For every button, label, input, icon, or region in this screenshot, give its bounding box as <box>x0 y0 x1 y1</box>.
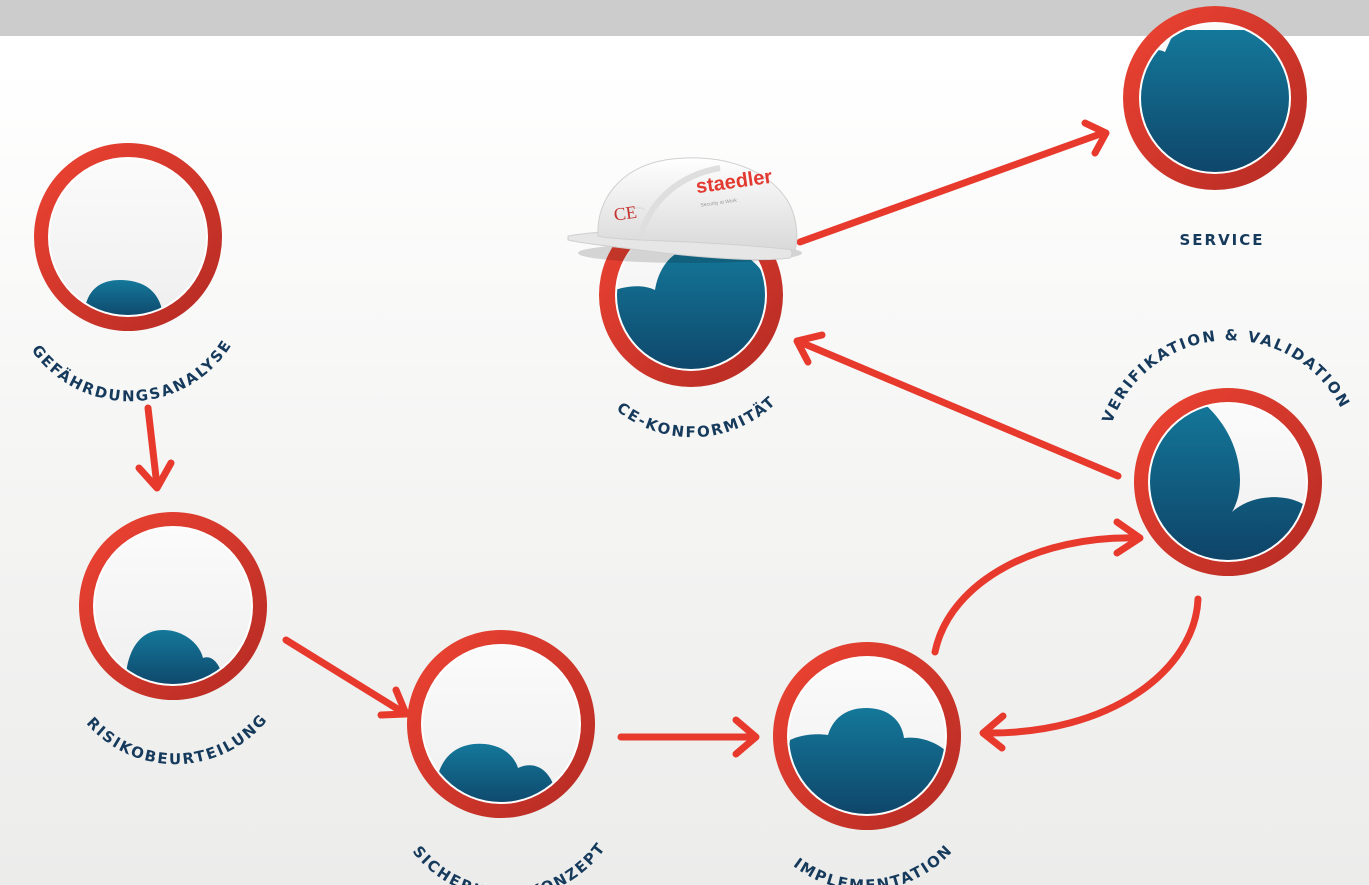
fill-wave <box>125 630 225 684</box>
stage-implementation: IMPLEMENTATION <box>773 642 961 885</box>
stage-service: SERVICE <box>1123 6 1307 249</box>
stage-risikobeurteilung: RISIKOBEURTEILUNG <box>79 512 272 768</box>
fill-wave <box>617 245 765 369</box>
stage-label: RISIKOBEURTEILUNG <box>83 710 272 768</box>
arrow-icon <box>979 595 1202 752</box>
stage-label: IMPLEMENTATION <box>790 841 956 885</box>
arrow-icon <box>617 716 760 758</box>
arrow-icon <box>135 404 175 492</box>
top-bar <box>0 0 1369 36</box>
fill-wave <box>84 280 170 315</box>
arrow-icon <box>282 636 410 719</box>
fill-wave <box>1141 30 1289 172</box>
stage-gefaehrdungsanalyse: GEFÄHRDUNGSANALYSE <box>28 143 236 405</box>
helmet-icon: CE staedler Security at Work <box>567 157 802 263</box>
stage-sicherheitskonzept: SICHERHEITSKONZEPT <box>407 630 610 885</box>
stage-label: CE-KONFORMITÄT <box>613 392 779 441</box>
fill-wave <box>1150 404 1306 560</box>
stage-label: SERVICE <box>1179 231 1264 249</box>
helmet-mark: CE <box>613 202 639 225</box>
fill-wave <box>789 708 945 814</box>
arrow-icon <box>793 331 1122 480</box>
stage-label: SICHERHEITSKONZEPT <box>409 839 610 885</box>
helmet-tagline: Security at Work <box>700 198 738 209</box>
arrow-icon <box>931 518 1144 656</box>
arrow-icon <box>796 119 1110 246</box>
stage-label: GEFÄHRDUNGSANALYSE <box>28 336 236 405</box>
arrows <box>135 119 1202 758</box>
